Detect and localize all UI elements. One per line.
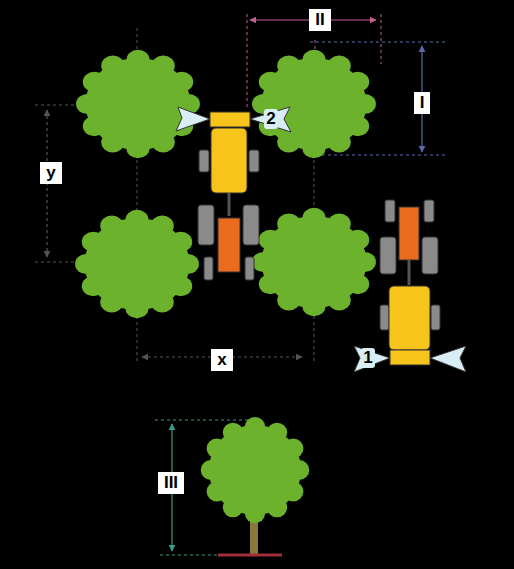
tree-crown	[75, 50, 376, 319]
dimension-label: III	[158, 472, 184, 494]
tractor-sprayer	[354, 200, 466, 372]
callout-number: 2	[264, 109, 277, 129]
dimension-label: y	[40, 162, 61, 184]
single-tree	[201, 417, 310, 555]
dimension-label: I	[414, 92, 431, 114]
tractor-sprayer	[176, 107, 291, 280]
callout-number: 1	[361, 348, 374, 368]
dimension-label: x	[211, 349, 232, 371]
dimension-label: II	[309, 9, 330, 31]
